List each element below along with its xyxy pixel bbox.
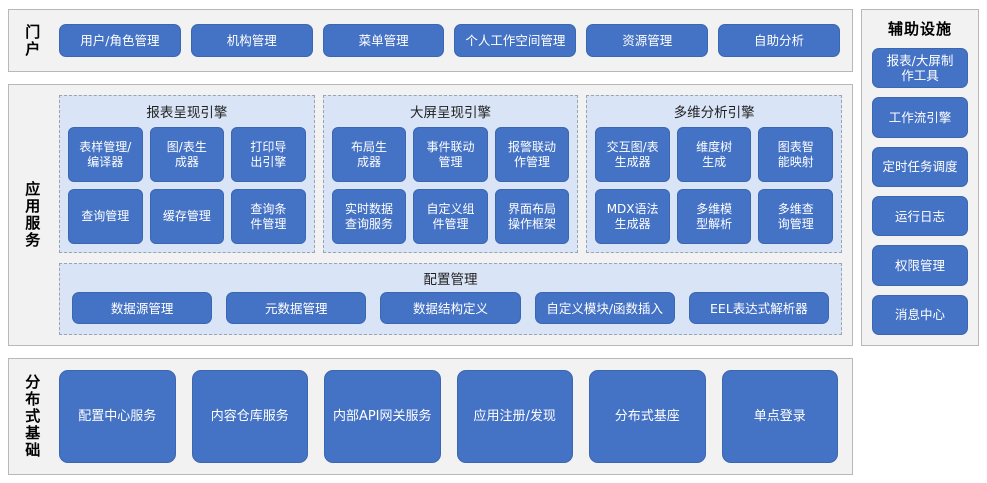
engine-dashboard-rendering-title: 大屏呈现引擎 (410, 105, 491, 121)
permission-management[interactable]: 权限管理 (872, 245, 968, 286)
ui-layout-framework[interactable]: 界面布局 操作框架 (494, 189, 570, 244)
event-linkage-management[interactable]: 事件联动 管理 (413, 127, 488, 182)
eel-expression-parser[interactable]: EEL表达式解析器 (688, 292, 830, 324)
chart-smart-mapping[interactable]: 图表智 能映射 (758, 127, 833, 182)
mdx-syntax-generator[interactable]: MDX语法 生成器 (595, 189, 670, 244)
engine-group-row: 报表呈现引擎 表样管理/ 编译器 图/表生 成器 打印导 出引擎 查询管理 缓存… (59, 95, 843, 253)
engine-report-rendering-items: 表样管理/ 编译器 图/表生 成器 打印导 出引擎 查询管理 缓存管理 查询条 … (68, 127, 306, 244)
query-condition-management[interactable]: 查询条 件管理 (231, 189, 306, 244)
multidimensional-query-management[interactable]: 多维查 询管理 (758, 189, 833, 244)
application-services-label: 应用服务 (23, 181, 42, 249)
portal-layer: 门户 用户/角色管理 机构管理 菜单管理 个人工作空间管理 资源管理 自助分析 (8, 9, 853, 72)
datasource-management[interactable]: 数据源管理 (72, 292, 213, 324)
portal-item-resource[interactable]: 资源管理 (586, 24, 709, 57)
auxiliary-facilities-panel: 辅助设施 报表/大屏制 作工具 工作流引擎 定时任务调度 运行日志 权限管理 消… (861, 9, 979, 346)
realtime-data-query-service[interactable]: 实时数据 查询服务 (331, 189, 407, 244)
portal-items: 用户/角色管理 机构管理 菜单管理 个人工作空间管理 资源管理 自助分析 (55, 10, 852, 71)
dimension-tree-generator[interactable]: 维度树 生成 (676, 127, 752, 182)
interactive-chart-generator[interactable]: 交互图/表 生成器 (595, 127, 670, 182)
custom-component-management[interactable]: 自定义组 件管理 (413, 189, 488, 244)
portal-item-organization[interactable]: 机构管理 (190, 24, 313, 57)
scheduled-task-scheduler[interactable]: 定时任务调度 (872, 146, 968, 187)
cache-management[interactable]: 缓存管理 (149, 189, 225, 244)
multidimensional-model-parser[interactable]: 多维模 型解析 (676, 189, 752, 244)
config-management-title: 配置管理 (423, 272, 478, 288)
metadata-management[interactable]: 元数据管理 (226, 292, 367, 324)
runtime-log[interactable]: 运行日志 (872, 195, 968, 237)
engine-multidimensional-analysis: 多维分析引擎 交互图/表 生成器 维度树 生成 图表智 能映射 MDX语法 生成… (586, 95, 843, 253)
engine-multidimensional-analysis-title: 多维分析引擎 (673, 105, 755, 121)
content-repository-service[interactable]: 内容仓库服务 (191, 370, 308, 463)
engine-dashboard-rendering-items: 布局生 成器 事件联动 管理 报警联动 作管理 实时数据 查询服务 自定义组 件… (331, 127, 570, 244)
application-services-layer: 应用服务 报表呈现引擎 表样管理/ 编译器 图/表生 成器 打印导 出引擎 查询… (8, 84, 853, 346)
engine-dashboard-rendering: 大屏呈现引擎 布局生 成器 事件联动 管理 报警联动 作管理 实时数据 查询服务… (322, 95, 579, 253)
portal-item-menu[interactable]: 菜单管理 (322, 24, 445, 57)
auxiliary-facilities-items: 报表/大屏制 作工具 工作流引擎 定时任务调度 运行日志 权限管理 消息中心 (872, 48, 968, 335)
workflow-engine[interactable]: 工作流引擎 (872, 97, 968, 138)
auxiliary-facilities-title: 辅助设施 (887, 20, 952, 38)
config-management-items: 数据源管理 元数据管理 数据结构定义 自定义模块/函数插入 EEL表达式解析器 (72, 292, 830, 324)
report-template-manager[interactable]: 表样管理/ 编译器 (68, 127, 143, 182)
distributed-foundation[interactable]: 分布式基座 (589, 370, 706, 463)
chart-table-generator[interactable]: 图/表生 成器 (149, 127, 225, 182)
report-dashboard-design-tool[interactable]: 报表/大屏制 作工具 (872, 48, 968, 89)
portal-layer-label: 门户 (23, 23, 42, 58)
message-center[interactable]: 消息中心 (872, 294, 968, 335)
engine-report-rendering: 报表呈现引擎 表样管理/ 编译器 图/表生 成器 打印导 出引擎 查询管理 缓存… (59, 95, 315, 253)
config-center-service[interactable]: 配置中心服务 (59, 370, 176, 463)
engine-multidimensional-analysis-items: 交互图/表 生成器 维度树 生成 图表智 能映射 MDX语法 生成器 多维模 型… (595, 127, 833, 244)
print-export-engine[interactable]: 打印导 出引擎 (231, 127, 306, 182)
portal-item-user-role[interactable]: 用户/角色管理 (59, 24, 181, 57)
single-sign-on[interactable]: 单点登录 (721, 370, 838, 463)
distributed-base-label: 分布式基础 (23, 374, 42, 459)
layout-generator[interactable]: 布局生 成器 (331, 127, 407, 182)
main-column: 门户 用户/角色管理 机构管理 菜单管理 个人工作空间管理 资源管理 自助分析 … (8, 9, 853, 475)
alarm-action-management[interactable]: 报警联动 作管理 (494, 127, 570, 182)
custom-module-function-insert[interactable]: 自定义模块/函数插入 (534, 292, 675, 324)
query-management[interactable]: 查询管理 (68, 189, 143, 244)
application-services-body: 报表呈现引擎 表样管理/ 编译器 图/表生 成器 打印导 出引擎 查询管理 缓存… (55, 85, 852, 345)
engine-report-rendering-title: 报表呈现引擎 (146, 105, 228, 121)
data-structure-definition[interactable]: 数据结构定义 (380, 292, 521, 324)
internal-api-gateway-service[interactable]: 内部API网关服务 (324, 370, 441, 463)
portal-item-self-service-analysis[interactable]: 自助分析 (718, 24, 840, 57)
portal-item-workspace[interactable]: 个人工作空间管理 (454, 24, 577, 57)
distributed-base-layer: 分布式基础 配置中心服务 内容仓库服务 内部API网关服务 应用注册/发现 分布… (8, 358, 853, 475)
distributed-base-items: 配置中心服务 内容仓库服务 内部API网关服务 应用注册/发现 分布式基座 单点… (55, 359, 852, 474)
app-registry-discovery[interactable]: 应用注册/发现 (456, 370, 573, 463)
config-management-group: 配置管理 数据源管理 元数据管理 数据结构定义 自定义模块/函数插入 EEL表达… (59, 263, 842, 335)
